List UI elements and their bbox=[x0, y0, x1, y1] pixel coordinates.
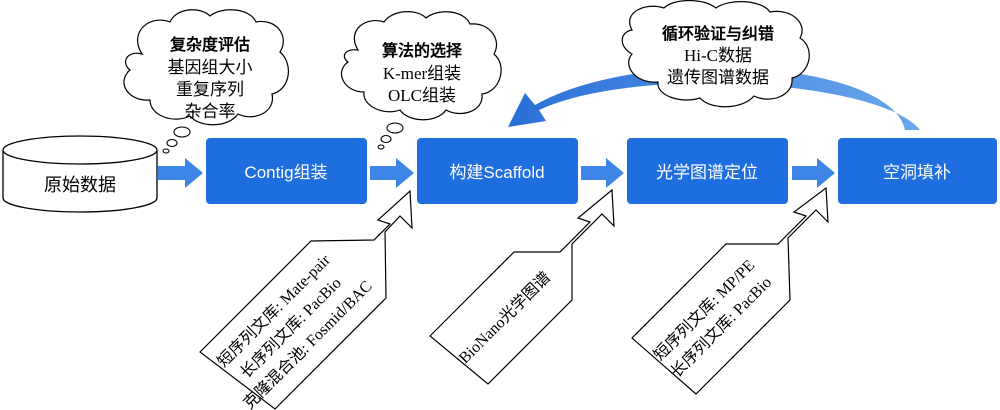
complexity-line-2: 重复序列 bbox=[176, 80, 244, 99]
process-node-contig: Contig组装 bbox=[206, 138, 367, 204]
algorithm-title: 算法的选择 bbox=[382, 41, 463, 60]
complexity-title: 复杂度评估 bbox=[169, 35, 250, 54]
flow-arrow-3 bbox=[581, 158, 624, 188]
raw-data-database: 原始数据 bbox=[2, 135, 158, 213]
library-note-scaffold: BioNano光学图谱 bbox=[429, 188, 615, 385]
cloud-validation: 循环验证与纠错 Hi-C数据 遗传图谱数据 bbox=[621, 0, 810, 108]
process-node-gap-filling: 空洞填补 bbox=[838, 138, 997, 204]
complexity-line-1: 基因组大小 bbox=[168, 58, 253, 77]
process-node-scaffold: 构建Scaffold bbox=[417, 138, 578, 204]
algorithm-line-1: K-mer组装 bbox=[383, 64, 461, 83]
flow-arrow-1 bbox=[158, 158, 203, 188]
flow-arrows bbox=[158, 158, 835, 188]
library-note-contig: 短序列文库: Mate-pair 长序列文库: PacBio 克隆混合池: Fo… bbox=[199, 189, 413, 410]
library-note-gap-filling: 短序列文库: MP/PE 长序列文库: PacBio bbox=[631, 186, 829, 395]
validation-line-2: 遗传图谱数据 bbox=[667, 68, 769, 87]
flow-arrow-2 bbox=[370, 158, 414, 188]
validation-title: 循环验证与纠错 bbox=[662, 24, 774, 43]
cloud-complexity-assessment: 复杂度评估 基因组大小 重复序列 杂合率 bbox=[123, 9, 289, 154]
complexity-line-3: 杂合率 bbox=[185, 102, 236, 121]
algorithm-line-2: OLC组装 bbox=[388, 86, 456, 105]
cloud-algorithm-choice: 算法的选择 K-mer组装 OLC组装 bbox=[341, 11, 502, 150]
process-node-optical-map: 光学图谱定位 bbox=[627, 138, 788, 204]
raw-data-label: 原始数据 bbox=[44, 175, 116, 195]
build-scaffold-label: 构建Scaffold bbox=[449, 163, 544, 182]
optical-map-label: 光学图谱定位 bbox=[656, 163, 758, 182]
validation-line-1: Hi-C数据 bbox=[684, 46, 752, 65]
feedback-curved-arrow bbox=[508, 67, 920, 130]
contig-assembly-label: Contig组装 bbox=[244, 163, 327, 182]
gap-filling-label: 空洞填补 bbox=[883, 163, 951, 182]
flow-arrow-4 bbox=[792, 158, 835, 188]
